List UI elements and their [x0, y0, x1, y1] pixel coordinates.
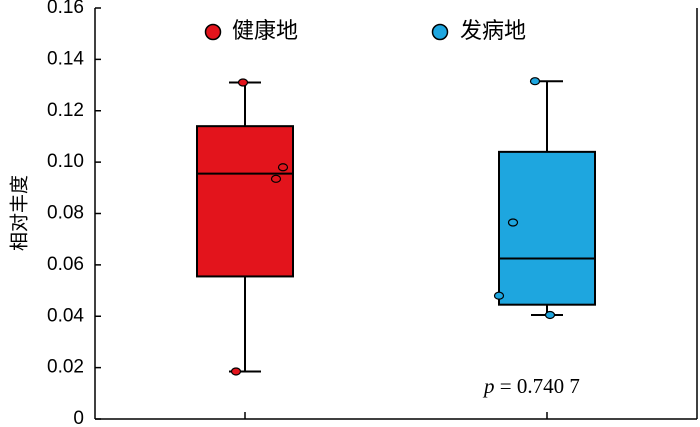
y-tick-label: 0.12 — [47, 100, 84, 121]
p-value-symbol: p — [482, 374, 495, 398]
boxes — [196, 77, 596, 376]
p-value-annotation: p = 0.740 7 — [482, 374, 580, 398]
y-tick-label: 0.14 — [47, 48, 84, 69]
y-axis-label: 相对丰度 — [9, 175, 31, 251]
box-group — [196, 78, 294, 376]
legend-label: 发病地 — [460, 19, 526, 44]
data-point — [529, 77, 541, 86]
legend-label: 健康地 — [232, 19, 298, 44]
y-tick-label: 0.16 — [47, 0, 84, 18]
y-ticks: 0 0.02 0.04 0.06 0.08 0.10 0.12 0.14 0.16 — [47, 0, 101, 427]
legend: 健康地 发病地 — [204, 19, 526, 44]
x-ticks — [244, 412, 548, 419]
data-point — [507, 218, 519, 227]
p-value-text: = 0.740 7 — [495, 374, 580, 398]
data-point — [277, 163, 289, 172]
y-tick-label: 0.02 — [47, 357, 84, 378]
y-tick-label: 0 — [73, 408, 84, 427]
axes — [94, 8, 698, 420]
y-tick-label: 0.10 — [47, 151, 84, 172]
y-tick-label: 0.06 — [47, 254, 84, 275]
box — [196, 125, 294, 278]
legend-marker — [204, 23, 222, 41]
data-point — [493, 291, 505, 300]
data-point — [270, 174, 282, 183]
y-tick-label: 0.04 — [47, 305, 84, 326]
box — [498, 150, 596, 306]
y-tick-label: 0.08 — [47, 203, 84, 224]
legend-marker — [431, 23, 449, 41]
box-group — [493, 77, 596, 320]
data-point — [230, 367, 242, 376]
data-point — [237, 78, 249, 87]
data-point — [544, 310, 556, 320]
